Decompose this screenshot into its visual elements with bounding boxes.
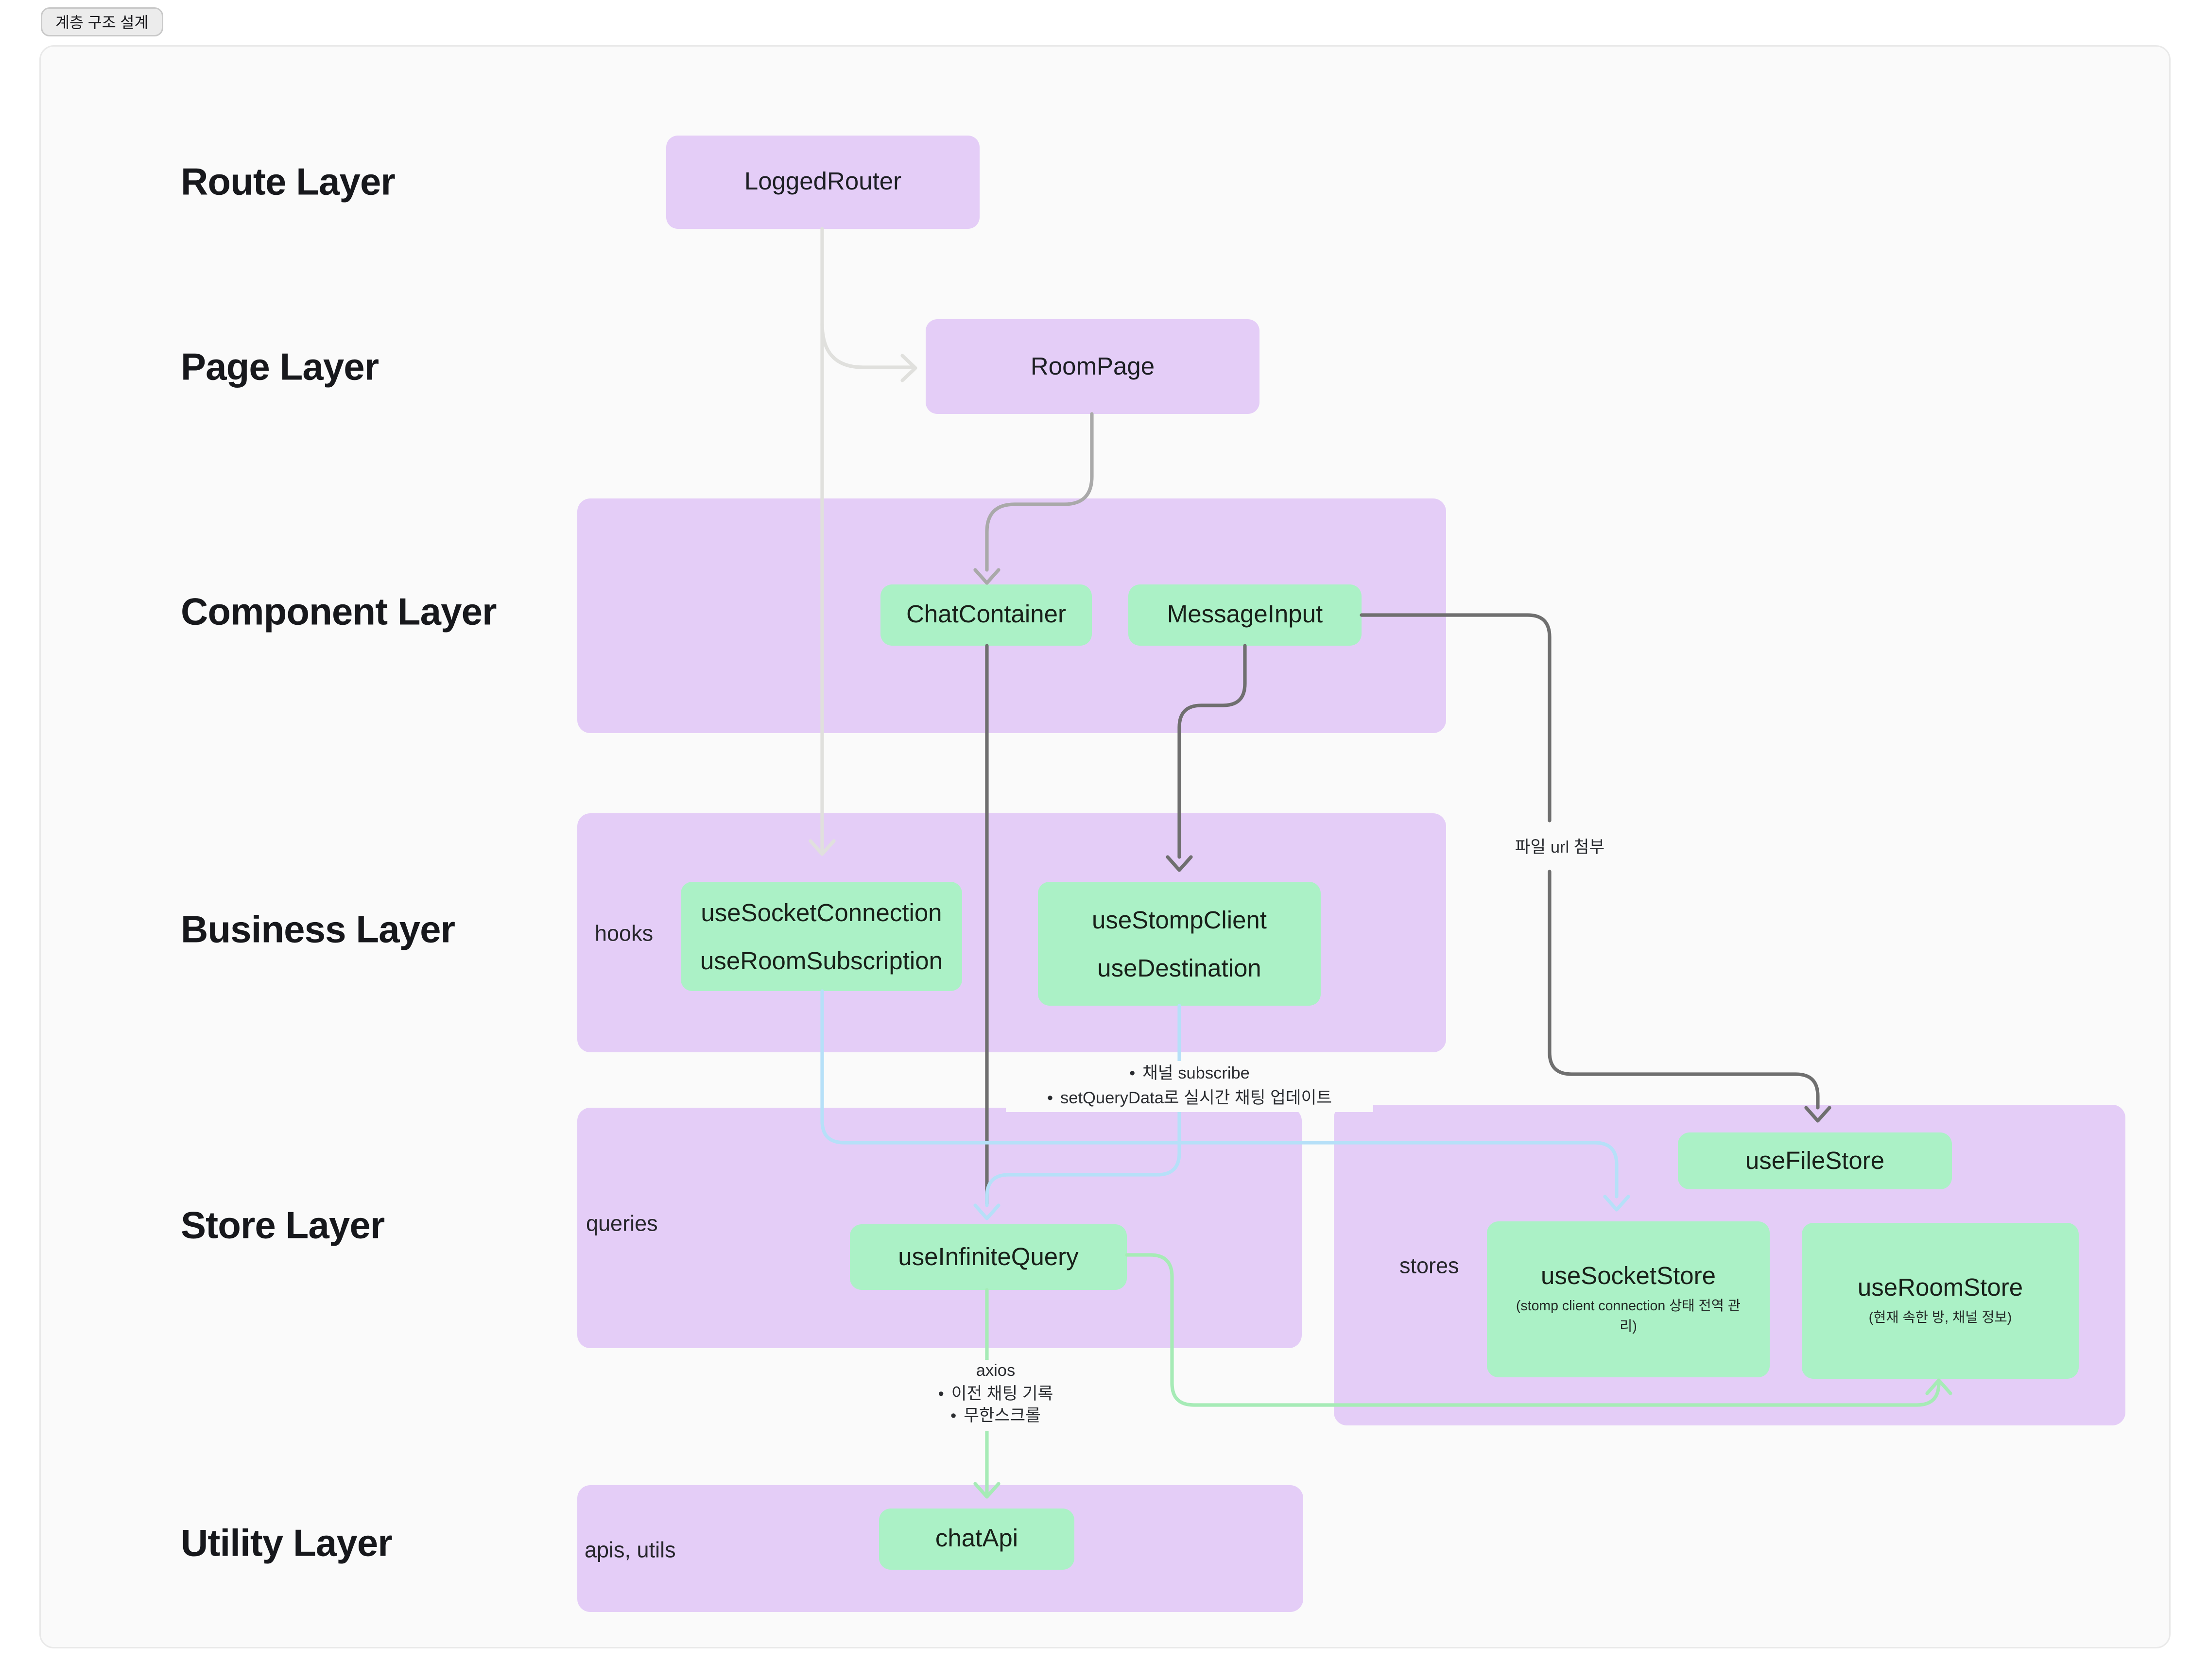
node-use-room-store[interactable]: useRoomStore (현재 속한 방, 채널 정보) (1802, 1223, 2079, 1379)
node-chat-container[interactable]: ChatContainer (880, 584, 1092, 646)
node-use-file-store[interactable]: useFileStore (1678, 1132, 1952, 1189)
node-message-input[interactable]: MessageInput (1128, 584, 1362, 646)
node-logged-router[interactable]: LoggedRouter (666, 136, 980, 229)
label-component-layer: Component Layer (181, 589, 497, 634)
label-page-layer: Page Layer (181, 344, 379, 389)
group-label-hooks: hooks (595, 922, 654, 947)
group-label-queries: queries (586, 1212, 658, 1237)
tab-hierarchy-design[interactable]: 계층 구조 설계 (41, 7, 163, 36)
chat-api-label: chatApi (935, 1525, 1018, 1552)
node-use-socket-connection[interactable]: useSocketConnection useRoomSubscription (681, 882, 962, 991)
note-stomp-actions: •채널 subscribe •setQueryData로 실시간 채팅 업데이트 (1006, 1061, 1373, 1112)
note-axios-title: axios (976, 1363, 1016, 1380)
node-use-infinite-query[interactable]: useInfiniteQuery (850, 1224, 1127, 1290)
node-use-stomp-client[interactable]: useStompClient useDestination (1038, 882, 1321, 1006)
group-label-stores: stores (1399, 1254, 1459, 1279)
label-store-layer: Store Layer (181, 1203, 385, 1247)
use-file-store-label: useFileStore (1745, 1146, 1885, 1174)
label-utility-layer: Utility Layer (181, 1521, 393, 1565)
note-channel-subscribe: •채널 subscribe (1129, 1065, 1250, 1083)
label-business-layer: Business Layer (181, 907, 455, 951)
use-socket-connection-line1: useSocketConnection (701, 898, 942, 926)
use-room-store-subtitle: (현재 속한 방, 채널 정보) (1868, 1309, 2012, 1326)
node-message-input-label: MessageInput (1167, 600, 1323, 628)
use-socket-store-title: useSocketStore (1540, 1262, 1716, 1290)
note-setquerydata: •setQueryData로 실시간 채팅 업데이트 (1047, 1089, 1332, 1107)
node-room-page-label: RoomPage (1030, 352, 1155, 380)
node-chat-container-label: ChatContainer (906, 600, 1066, 628)
note-prev-chat-history: •이전 채팅 기록 (938, 1385, 1053, 1403)
use-room-store-title: useRoomStore (1857, 1273, 2023, 1301)
use-socket-store-subtitle: (stomp client connection 상태 전역 관리) (1516, 1298, 1741, 1335)
use-stomp-client-line2: useDestination (1097, 954, 1261, 982)
use-infinite-query-label: useInfiniteQuery (898, 1242, 1079, 1270)
node-room-page[interactable]: RoomPage (926, 319, 1259, 414)
use-socket-connection-line2: useRoomSubscription (700, 946, 943, 975)
group-label-apis-utils: apis, utils (585, 1538, 676, 1563)
node-use-socket-store[interactable]: useSocketStore (stomp client connection … (1487, 1221, 1770, 1377)
note-infinite-scroll: •무한스크롤 (950, 1408, 1041, 1425)
node-logged-router-label: LoggedRouter (744, 168, 902, 195)
note-axios: axios •이전 채팅 기록 •무한스크롤 (897, 1360, 1095, 1431)
node-chat-api[interactable]: chatApi (879, 1509, 1074, 1570)
label-route-layer: Route Layer (181, 159, 396, 204)
note-file-url: 파일 url 첨부 (1485, 835, 1634, 862)
use-stomp-client-line1: useStompClient (1091, 906, 1267, 934)
